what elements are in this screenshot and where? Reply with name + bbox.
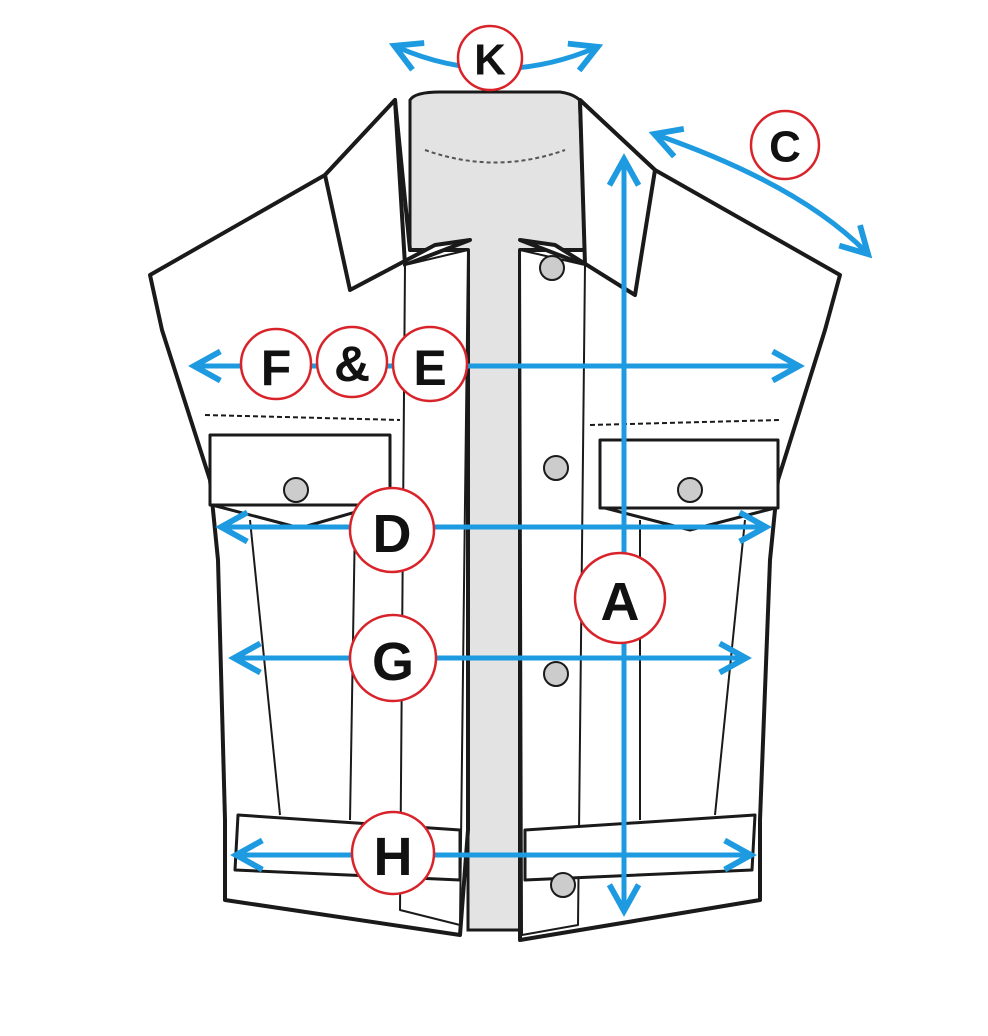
- label-g: G: [372, 632, 414, 692]
- label-c: C: [769, 123, 801, 172]
- label-f-circle: [239, 327, 313, 401]
- label-d-circle: [348, 486, 436, 574]
- label-k-circle: [456, 24, 524, 92]
- label-g-circle: [348, 613, 438, 703]
- label-d: D: [373, 504, 412, 564]
- label-h: H: [374, 827, 413, 887]
- arrow-c: [657, 135, 866, 252]
- label-a-circle: [573, 551, 667, 645]
- label-c-circle: [749, 109, 821, 181]
- label-h-circle: [350, 810, 436, 896]
- label-ampersand: &: [334, 336, 370, 392]
- label-k: K: [474, 36, 506, 85]
- label-f: F: [261, 340, 292, 396]
- label-amp-circle: [315, 325, 389, 399]
- label-e-circle: [391, 325, 469, 403]
- label-e: E: [413, 340, 446, 396]
- label-a: A: [601, 572, 640, 632]
